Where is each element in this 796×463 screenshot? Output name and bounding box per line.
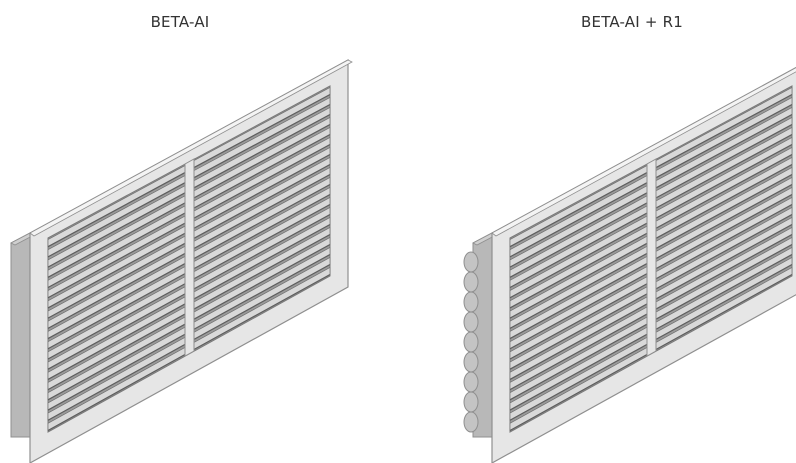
grille-beta-ai xyxy=(10,58,353,463)
louver-panel-left xyxy=(47,164,186,432)
louver-blade-edge xyxy=(47,182,186,258)
louver-blade-edge xyxy=(193,173,331,249)
frame-top-edge xyxy=(29,59,353,237)
damper-blade xyxy=(463,291,479,313)
louver-blade-edge xyxy=(509,313,648,391)
louver-blade-edge xyxy=(47,313,186,391)
louver-blade-edge xyxy=(509,242,648,319)
louver-blade-edge xyxy=(655,183,793,260)
louver-blade-edge xyxy=(47,212,186,289)
louver-blade-edge xyxy=(509,212,648,289)
louver-blade-edge xyxy=(193,263,331,340)
damper-blade xyxy=(463,351,479,373)
louver-blade-edge xyxy=(47,343,186,421)
center-mullion xyxy=(184,158,195,357)
damper-blade xyxy=(463,251,479,273)
louver-blade-edge xyxy=(509,303,648,380)
louver-blade-edge xyxy=(47,263,186,340)
louver-blade-edge xyxy=(509,182,648,258)
damper-blade xyxy=(463,331,479,353)
louver-blade-edge xyxy=(655,133,793,209)
louver-blade-edge xyxy=(509,293,648,370)
louver-blade-edge xyxy=(509,333,648,411)
louver-blade-edge xyxy=(193,113,331,189)
louver-blade-edge xyxy=(509,232,648,309)
louver-blade-edge xyxy=(655,163,793,239)
louver-blade-edge xyxy=(509,202,648,278)
damper-blade xyxy=(463,411,479,433)
louver-blade-edge xyxy=(193,193,331,270)
louver-blade-edge xyxy=(47,192,186,268)
louver-blade-edge xyxy=(509,343,648,421)
louver-blade-edge xyxy=(509,222,648,299)
plenum-side-panel xyxy=(10,232,31,438)
louver-blade-edge xyxy=(655,193,793,270)
louver-blade-edge xyxy=(193,143,331,219)
louver-blade-edge xyxy=(509,252,648,329)
louver-blade-edge xyxy=(655,243,793,320)
damper-blade xyxy=(463,371,479,393)
louver-blade-edge xyxy=(47,222,186,299)
louver-blade-edge xyxy=(47,283,186,360)
louver-blade-edge xyxy=(655,273,793,351)
louver-blade-edge xyxy=(47,303,186,380)
louver-blade-edge xyxy=(193,93,331,169)
louver-blade-edge xyxy=(47,172,186,248)
louver-blade-edge xyxy=(655,233,793,310)
louver-blade-edge xyxy=(47,232,186,309)
damper-blade xyxy=(463,271,479,293)
louver-blade-edge xyxy=(47,273,186,350)
louver-blade-edge xyxy=(193,183,331,260)
louver-blade-edge xyxy=(47,353,186,431)
louver-blade-edge xyxy=(193,123,331,199)
louver-blade-edge xyxy=(193,153,331,229)
louver-blade-edge xyxy=(655,103,793,179)
louver-blade-edge xyxy=(655,253,793,330)
louver-blade-edge xyxy=(193,133,331,209)
frame-top-edge xyxy=(491,67,796,237)
louver-blade-edge xyxy=(193,213,331,290)
louver-panel-left xyxy=(509,164,648,432)
louver-blade-edge xyxy=(193,233,331,310)
louver-blade-edge xyxy=(655,123,793,199)
louver-blade-edge xyxy=(655,223,793,300)
louver-blade-edge xyxy=(47,252,186,329)
louver-blade-edge xyxy=(655,203,793,280)
louver-blade-edge xyxy=(47,323,186,401)
grille-label-beta-ai: BETA-AI xyxy=(150,13,210,31)
louver-blade-edge xyxy=(193,203,331,280)
louver-blade-edge xyxy=(509,273,648,350)
center-mullion xyxy=(646,158,657,357)
damper-blade xyxy=(463,311,479,333)
grille-beta-ai-r1 xyxy=(463,66,796,463)
louver-blade-edge xyxy=(47,293,186,370)
louver-blade-edge xyxy=(47,202,186,278)
louver-blade-edge xyxy=(509,192,648,268)
grille-label-beta-ai-r1: BETA-AI + R1 xyxy=(581,13,683,31)
louver-panel-right xyxy=(655,86,793,351)
louver-blade-edge xyxy=(509,172,648,248)
louver-blade-edge xyxy=(509,353,648,431)
louver-blade-edge xyxy=(655,173,793,249)
louver-blade-edge xyxy=(655,93,793,169)
louver-blade-edge xyxy=(193,103,331,179)
louver-blade-edge xyxy=(193,163,331,239)
louver-blade-edge xyxy=(509,283,648,360)
louver-panel-right xyxy=(193,86,331,351)
louver-blade-edge xyxy=(509,323,648,401)
louver-blade-edge xyxy=(509,263,648,340)
louver-blade-edge xyxy=(655,113,793,189)
louver-blade-edge xyxy=(655,153,793,229)
louver-blade-edge xyxy=(193,223,331,300)
louver-blade-edge xyxy=(193,273,331,351)
louver-blade-edge xyxy=(655,263,793,340)
louver-blade-edge xyxy=(655,213,793,290)
louver-blade-edge xyxy=(655,143,793,219)
louver-blade-edge xyxy=(193,243,331,320)
louver-blade-edge xyxy=(47,333,186,411)
damper-blade xyxy=(463,391,479,413)
louver-blade-edge xyxy=(47,242,186,319)
louver-blade-edge xyxy=(193,253,331,330)
